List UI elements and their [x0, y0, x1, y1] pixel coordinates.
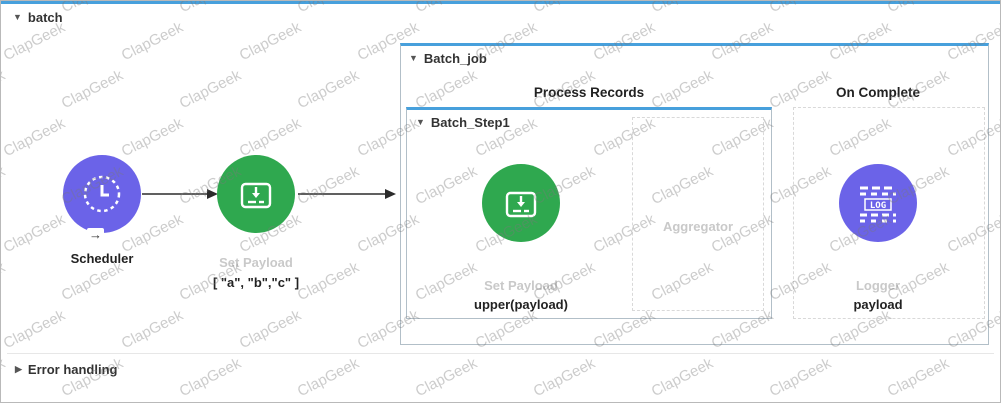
batch-step-scope: [406, 107, 772, 319]
flow-header: ▼ batch: [13, 10, 63, 25]
collapse-down-icon[interactable]: ▼: [13, 12, 22, 22]
watermark-text: ClapGeek: [118, 18, 186, 65]
flow-connector-1: [142, 187, 218, 206]
watermark-text: ClapGeek: [1, 354, 8, 401]
watermark-text: ClapGeek: [176, 354, 244, 401]
watermark-text: ClapGeek: [1, 114, 68, 161]
watermark-text: ClapGeek: [1, 210, 68, 257]
watermark-text: ClapGeek: [1, 66, 8, 113]
logger-node[interactable]: LOG: [839, 164, 917, 242]
logger-value: payload: [853, 297, 903, 312]
collapse-right-icon[interactable]: ▶: [15, 364, 22, 374]
set-payload-node[interactable]: [217, 155, 295, 233]
batch-step-set-payload-value: upper(payload): [474, 297, 568, 312]
collapse-down-icon[interactable]: ▼: [416, 117, 425, 127]
watermark-text: ClapGeek: [236, 18, 304, 65]
watermark-text: ClapGeek: [412, 354, 480, 401]
trigger-arrow-icon: →: [87, 227, 104, 242]
error-handling-label: Error handling: [27, 362, 118, 377]
batch-job-header: ▼ Batch_job: [409, 51, 487, 66]
watermark-text: ClapGeek: [118, 114, 186, 161]
batch-step-set-payload-node[interactable]: [482, 164, 560, 242]
aggregator-label: Aggregator: [662, 218, 734, 234]
flow-connector-2: [298, 187, 396, 206]
watermark-text: ClapGeek: [58, 66, 126, 113]
batch-step-name: Batch_Step1: [430, 115, 510, 130]
logger-icon-text: LOG: [870, 201, 886, 211]
watermark-text: ClapGeek: [766, 354, 834, 401]
watermark-text: ClapGeek: [884, 354, 952, 401]
aggregator-zone[interactable]: Aggregator: [632, 117, 764, 311]
watermark-text: ClapGeek: [236, 114, 304, 161]
set-payload-value: [ "a", "b","c" ]: [212, 275, 300, 290]
logger-log-icon: LOG: [860, 186, 896, 223]
set-payload-type-label: Set Payload: [219, 255, 293, 270]
flow-top-accent: [1, 1, 1000, 4]
watermark-text: ClapGeek: [176, 66, 244, 113]
watermark-text: ClapGeek: [648, 354, 716, 401]
watermark-text: ClapGeek: [236, 306, 304, 353]
scheduler-label: Scheduler: [70, 251, 134, 266]
watermark-text: ClapGeek: [1, 306, 68, 353]
batch-job-scope: [400, 43, 989, 345]
error-handling-header: ▶ Error handling: [15, 362, 117, 377]
set-payload-icon: [505, 191, 537, 218]
watermark-text: ClapGeek: [1, 162, 8, 209]
on-complete-zone: [793, 107, 985, 319]
collapse-down-icon[interactable]: ▼: [409, 53, 418, 63]
flow-name: batch: [27, 10, 63, 25]
batch-step-header: ▼ Batch_Step1: [416, 115, 510, 130]
watermark-text: ClapGeek: [294, 354, 362, 401]
watermark-text: ClapGeek: [530, 354, 598, 401]
batch-job-name: Batch_job: [423, 51, 487, 66]
logger-type-label: Logger: [855, 278, 901, 293]
scheduler-node[interactable]: [63, 155, 141, 233]
process-records-phase-label: Process Records: [533, 85, 645, 100]
set-payload-icon: [240, 182, 272, 209]
scheduler-clock-icon: [83, 175, 121, 213]
watermark-text: ClapGeek: [1, 18, 68, 65]
batch-step-set-payload-type-label: Set Payload: [484, 278, 558, 293]
error-handling-separator: [7, 353, 994, 354]
on-complete-phase-label: On Complete: [835, 85, 920, 100]
watermark-text: ClapGeek: [294, 66, 362, 113]
watermark-text: ClapGeek: [118, 306, 186, 353]
